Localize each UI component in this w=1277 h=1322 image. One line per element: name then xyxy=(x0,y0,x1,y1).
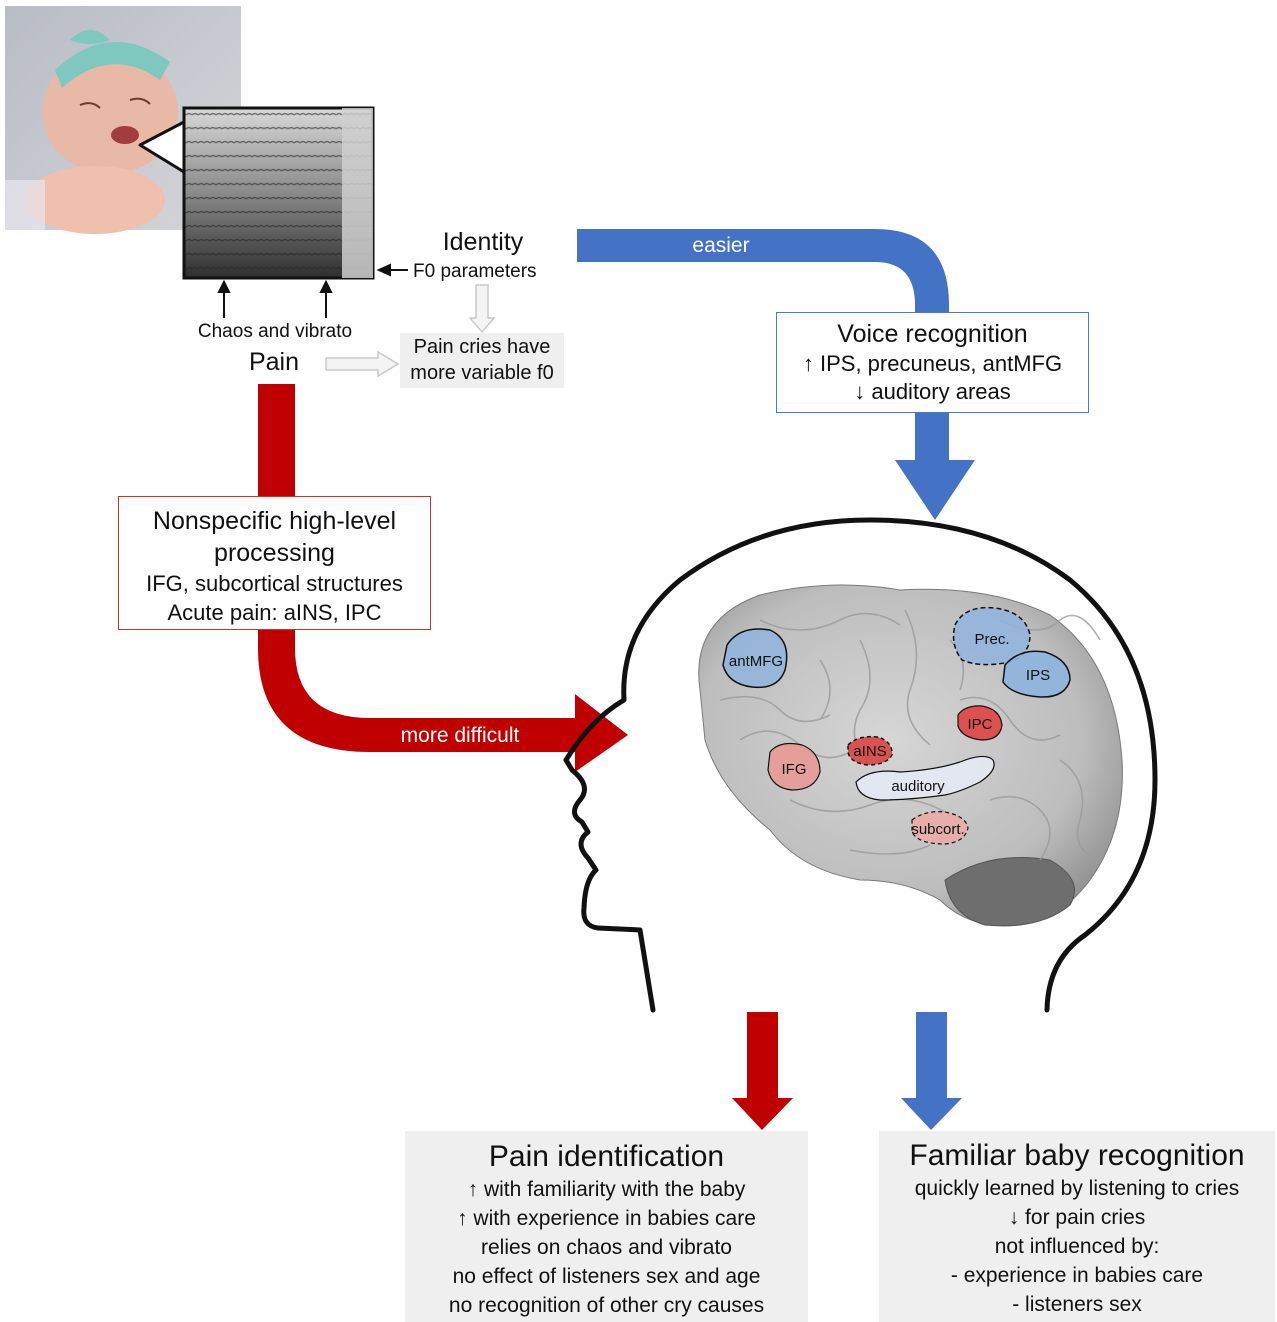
label-prec: Prec. xyxy=(974,631,1009,648)
region-auditory xyxy=(855,755,995,801)
region-ifg xyxy=(767,742,821,791)
variable-f0-line2: more variable f0 xyxy=(410,362,554,384)
pain-label: Pain xyxy=(248,348,300,376)
voice-recognition-title: Voice recognition xyxy=(837,320,1028,348)
label-antmfg: antMFG xyxy=(729,653,783,670)
identity-label: Identity xyxy=(442,228,524,256)
familiar-recognition-line: not influenced by: xyxy=(994,1235,1160,1258)
familiar-recognition-line: quickly learned by listening to cries xyxy=(914,1177,1240,1200)
nonspecific-line2: Acute pain: aINS, IPC xyxy=(167,600,382,625)
pain-identification-line: ↑ with familiarity with the baby xyxy=(467,1178,746,1201)
f0-arrow xyxy=(376,263,408,277)
region-ipc xyxy=(957,705,1003,741)
head-outline xyxy=(563,517,1158,1013)
variable-f0-line1: Pain cries have xyxy=(413,336,551,358)
nonspecific-title-line1: Nonspecific high-level xyxy=(152,507,397,535)
pain-identification-title: Pain identification xyxy=(488,1140,725,1173)
chaos-arrows xyxy=(217,279,333,318)
label-ifg: IFG xyxy=(782,761,807,778)
voice-recognition-line1: ↑ IPS, precuneus, antMFG xyxy=(802,351,1063,376)
pain-identification-line: no effect of listeners sex and age xyxy=(452,1265,761,1288)
spectrogram xyxy=(182,106,375,280)
voice-recognition-box: Voice recognition ↑ IPS, precuneus, antM… xyxy=(776,312,1089,413)
red-difficult-arrow xyxy=(258,384,628,772)
nonspecific-title-line2: processing xyxy=(214,539,335,567)
label-ains: aINS xyxy=(853,743,886,760)
difficult-label: more difficult xyxy=(401,724,520,747)
blue-easier-arrow xyxy=(577,229,975,520)
region-prec xyxy=(952,606,1031,666)
easier-label: easier xyxy=(692,234,749,257)
chaos-label: Chaos and vibrato xyxy=(197,321,353,342)
pain-identification-line: ↑ with experience in babies care xyxy=(457,1207,756,1230)
region-ips xyxy=(1002,650,1071,698)
nonspecific-line1: IFG, subcortical structures xyxy=(146,571,403,596)
region-subcort xyxy=(911,811,969,845)
region-ains xyxy=(847,735,893,766)
familiar-recognition-title: Familiar baby recognition xyxy=(909,1139,1245,1172)
region-antmfg xyxy=(722,628,788,689)
pain-identification-box: Pain identification ↑ with familiarity w… xyxy=(405,1131,808,1322)
familiar-recognition-line: - listeners sex xyxy=(1012,1293,1142,1316)
variable-f0-box: Pain cries have more variable f0 xyxy=(400,333,564,388)
pain-right-arrow xyxy=(325,350,400,378)
pain-identification-line: relies on chaos and vibrato xyxy=(481,1236,732,1259)
familiar-recognition-line: - experience in babies care xyxy=(950,1264,1204,1287)
blue-down-arrow xyxy=(901,1012,962,1130)
identity-down-arrow xyxy=(468,284,496,334)
label-ipc: IPC xyxy=(967,716,992,733)
voice-recognition-line2: ↓ auditory areas xyxy=(854,379,1011,404)
familiar-recognition-line: ↓ for pain cries xyxy=(1008,1206,1146,1229)
nonspecific-box: Nonspecific high-level processing IFG, s… xyxy=(118,496,431,630)
label-auditory: auditory xyxy=(891,778,945,795)
f0-label: F0 parameters xyxy=(413,261,537,282)
familiar-recognition-box: Familiar baby recognition quickly learne… xyxy=(879,1131,1275,1322)
red-down-arrow xyxy=(732,1012,793,1130)
label-subcort: subcort. xyxy=(911,821,964,838)
label-ips: IPS xyxy=(1026,667,1050,684)
pain-identification-line: no recognition of other cry causes xyxy=(448,1294,765,1317)
